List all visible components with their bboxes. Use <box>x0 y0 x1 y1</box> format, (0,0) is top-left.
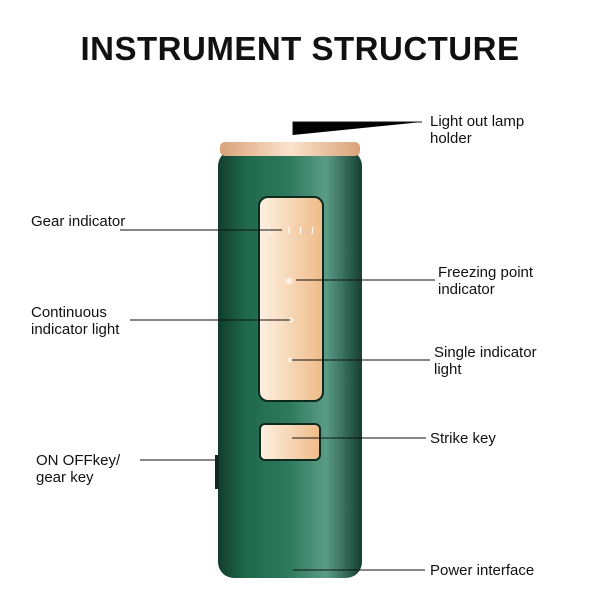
leader-lines <box>120 121 435 571</box>
label-strike: Strike key <box>430 430 496 447</box>
label-line: indicator light <box>31 321 120 338</box>
label-line: holder <box>430 130 472 147</box>
label-gear-indicator: Gear indicator <box>31 213 126 230</box>
single-light-icon <box>287 357 293 363</box>
label-line: Freezing point <box>438 264 534 281</box>
label-line: indicator <box>438 281 495 298</box>
onoff-key <box>215 455 219 489</box>
indicator-panel <box>258 196 324 402</box>
lamp-holder-cap <box>220 142 360 156</box>
snowflake-icon: ❄ <box>284 276 293 288</box>
page-title: INSTRUMENT STRUCTURE <box>80 30 520 67</box>
strike-key <box>259 423 321 461</box>
label-line: Light out lamp <box>430 113 525 130</box>
label-onoff: ON OFFkey/gear key <box>36 452 120 486</box>
gear-indicator-icon <box>268 226 314 235</box>
label-power: Power interface <box>430 562 535 579</box>
label-line: ON OFFkey/ <box>36 452 121 469</box>
label-line: light <box>434 361 462 378</box>
label-line: gear key <box>36 469 94 486</box>
label-line: Single indicator <box>434 344 537 361</box>
label-line: Continuous <box>31 304 107 321</box>
